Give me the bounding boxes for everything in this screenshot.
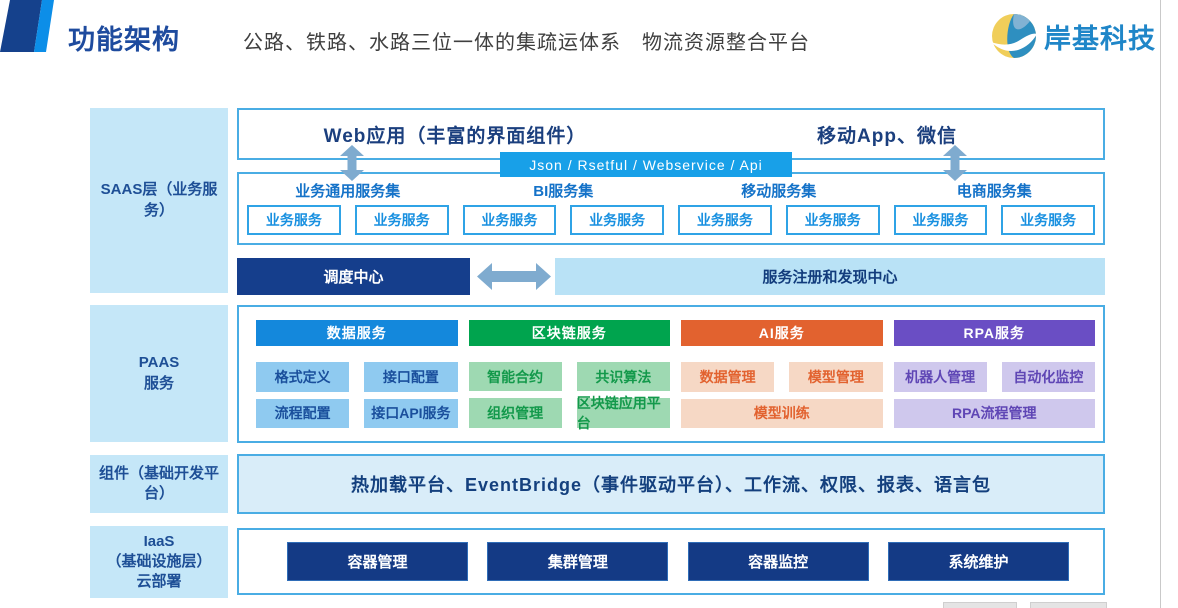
dispatch-center-box: 调度中心	[237, 258, 470, 295]
service-item: 业务服务	[247, 205, 341, 235]
paas-item: 接口API服务	[364, 398, 458, 428]
service-item: 业务服务	[462, 205, 557, 235]
paas-services-box: 数据服务 格式定义 接口配置 流程配置 接口API服务 区块链服务 智能合约 共…	[237, 305, 1105, 443]
paas-item: 区块链应用平台	[576, 395, 670, 431]
iaas-item: 容器管理	[287, 542, 468, 581]
paas-column-data: 数据服务 格式定义 接口配置 流程配置 接口API服务	[256, 320, 458, 428]
paas-item: 流程配置	[256, 398, 350, 428]
layer-label-paas: PAAS 服务	[90, 305, 228, 442]
service-item: 业务服务	[785, 205, 880, 235]
layer-label-saas: SAAS层（业务服务）	[90, 108, 228, 293]
cutoff-button[interactable]	[943, 602, 1017, 608]
service-item: 业务服务	[1001, 205, 1095, 235]
web-app-label: Web应用（丰富的界面组件）	[323, 125, 587, 147]
service-item: 业务服务	[570, 205, 664, 235]
double-arrow-vertical-icon	[943, 145, 967, 181]
page-subtitle: 公路、铁路、水路三位一体的集疏运体系 物流资源整合平台	[243, 32, 810, 54]
cutoff-button[interactable]	[1030, 602, 1107, 608]
layer-label-component: 组件（基础开发平台）	[90, 455, 228, 513]
double-arrow-horizontal-icon	[477, 263, 551, 290]
paas-column-blockchain: 区块链服务 智能合约 共识算法 组织管理 区块链应用平台	[468, 320, 670, 431]
component-platform-box: 热加载平台、EventBridge（事件驱动平台）、工作流、权限、报表、语言包	[237, 454, 1105, 514]
paas-item: 智能合约	[468, 362, 562, 391]
iaas-item: 集群管理	[487, 542, 669, 581]
paas-column-header: RPA服务	[893, 320, 1095, 347]
paas-item: 自动化监控	[1001, 362, 1095, 392]
api-protocol-bar: Json / Rsetful / Webservice / Api	[500, 152, 792, 177]
paas-column-header: 区块链服务	[468, 320, 670, 347]
paas-item: 组织管理	[468, 398, 562, 428]
iaas-box: 容器管理 集群管理 容器监控 系统维护	[237, 528, 1105, 595]
iaas-item: 容器监控	[687, 542, 869, 581]
service-group-label: 移动服务集	[741, 182, 817, 200]
layer-label-iaas: IaaS （基础设施层） 云部署	[90, 526, 228, 598]
paas-item: 模型训练	[681, 398, 883, 428]
paas-item: RPA流程管理	[893, 398, 1095, 428]
web-app-box: Web应用（丰富的界面组件） 移动App、微信	[237, 108, 1105, 160]
header-logo-mark-icon	[0, 0, 54, 52]
company-logo: 岸基科技	[990, 12, 1156, 60]
company-name: 岸基科技	[1044, 23, 1156, 54]
service-group-label: 业务通用服务集	[295, 182, 401, 200]
registry-center-box: 服务注册和发现中心	[555, 258, 1105, 295]
service-sets-box: 业务通用服务集 业务服务 业务服务 BI服务集 业务服务 业务服务 移动服务集 …	[237, 172, 1105, 245]
service-item: 业务服务	[354, 205, 449, 235]
double-arrow-vertical-icon	[340, 145, 364, 181]
service-group-label: 电商服务集	[956, 182, 1032, 200]
paas-item: 格式定义	[256, 362, 350, 392]
paas-column-header: 数据服务	[256, 320, 458, 347]
paas-item: 模型管理	[789, 362, 883, 392]
service-group: 业务通用服务集 业务服务 业务服务	[247, 178, 449, 235]
paas-item: 接口配置	[364, 362, 458, 392]
service-group-label: BI服务集	[533, 182, 594, 200]
service-group: 移动服务集 业务服务 业务服务	[678, 178, 880, 235]
company-logo-icon	[991, 14, 1037, 58]
paas-column-header: AI服务	[681, 320, 883, 347]
page-title: 功能架构	[68, 25, 180, 55]
service-item: 业务服务	[678, 205, 772, 235]
service-item: 业务服务	[893, 205, 988, 235]
paas-item: 机器人管理	[893, 362, 987, 392]
mobile-app-label: 移动App、微信	[817, 125, 957, 147]
service-group: BI服务集 业务服务 业务服务	[462, 178, 664, 235]
page-edge-divider	[1160, 0, 1161, 608]
paas-column-ai: AI服务 数据管理 模型管理 模型训练	[681, 320, 883, 428]
paas-item: 数据管理	[681, 362, 775, 392]
iaas-item: 系统维护	[887, 542, 1069, 581]
paas-column-rpa: RPA服务 机器人管理 自动化监控 RPA流程管理	[893, 320, 1095, 428]
paas-item: 共识算法	[576, 362, 670, 391]
service-group: 电商服务集 业务服务 业务服务	[893, 178, 1095, 235]
